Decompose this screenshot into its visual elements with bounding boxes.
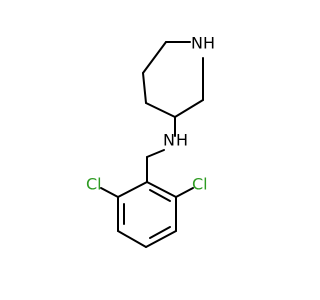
bond	[142, 41, 167, 74]
amine-nitrogen-label: N	[163, 131, 175, 150]
ring-nitrogen-label: NH	[191, 34, 215, 53]
bond	[149, 226, 171, 239]
molecule-diagram: NH N H Cl Cl	[86, 34, 215, 248]
bond	[146, 181, 177, 198]
bond	[146, 149, 165, 158]
bond	[117, 181, 148, 198]
bond	[100, 187, 119, 198]
bond	[142, 72, 147, 104]
chlorine-left-label: Cl	[86, 175, 102, 194]
bond	[145, 102, 176, 118]
bond	[174, 99, 204, 118]
bond	[149, 189, 171, 202]
chlorine-right-label: Cl	[192, 175, 208, 194]
bond	[145, 230, 177, 248]
structure-canvas: NH N H Cl Cl	[86, 34, 215, 248]
amine-hydrogen-label: H	[176, 131, 188, 150]
bond	[117, 230, 147, 248]
bond	[175, 187, 194, 198]
